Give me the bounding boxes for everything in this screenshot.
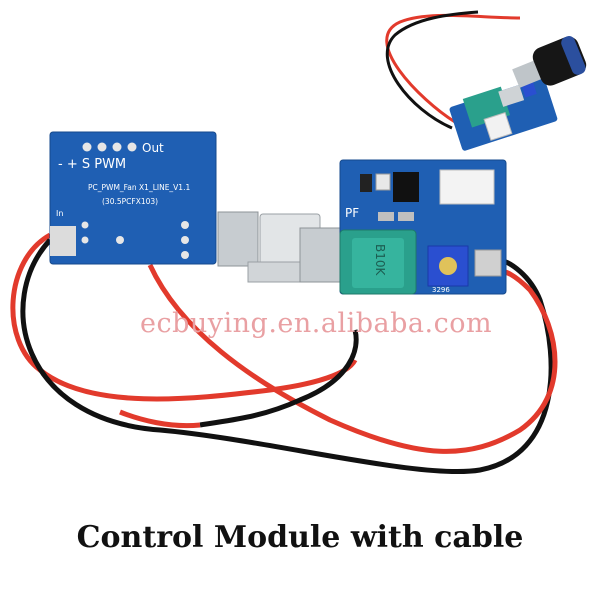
red-wire-cross bbox=[147, 263, 558, 454]
red-wire-left-loop bbox=[10, 232, 358, 402]
inset-photo bbox=[385, 10, 587, 151]
right-pcb: PF B10K 3296 bbox=[339, 159, 507, 295]
in-label: In bbox=[56, 209, 63, 218]
left-pcb: Out - + S PWM PC_PWM_Fan X1_LINE_V1.1 (3… bbox=[49, 131, 217, 265]
trimmer-code: 3296 bbox=[432, 286, 450, 294]
inset-red-wire bbox=[385, 13, 521, 124]
board-code: (30.5PCFX103) bbox=[102, 197, 158, 206]
pot-marking: B10K bbox=[373, 244, 387, 277]
board-model: PC_PWM_Fan X1_LINE_V1.1 bbox=[88, 183, 190, 192]
pf-label: PF bbox=[345, 206, 359, 220]
pin-labels: - + S PWM bbox=[58, 157, 126, 172]
black-wire-short bbox=[199, 329, 359, 428]
inset-knob bbox=[512, 36, 587, 88]
inset-module bbox=[449, 77, 558, 151]
wires bbox=[10, 232, 558, 475]
out-label: Out bbox=[142, 141, 164, 155]
watermark: ecbuying.en.alibaba.com bbox=[140, 308, 493, 339]
inset-black-wire bbox=[385, 10, 479, 130]
red-wire-end bbox=[119, 409, 201, 429]
potentiometer-shaft bbox=[217, 211, 349, 283]
caption: Control Module with cable bbox=[76, 520, 524, 555]
